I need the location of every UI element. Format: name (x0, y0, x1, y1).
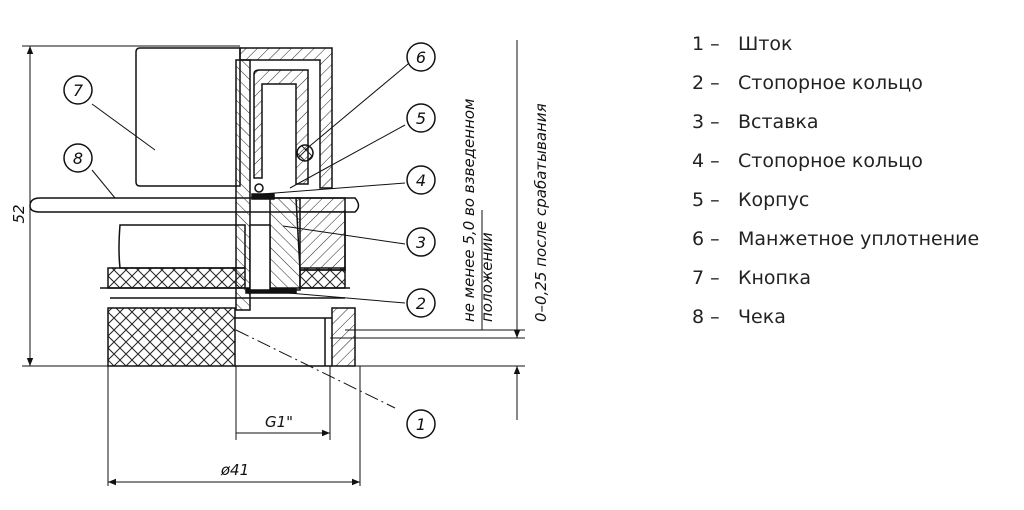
legend-label: Кнопка (738, 267, 812, 289)
note-cocked-line1: не менее 5,0 во взведенном (460, 99, 478, 322)
callout-5-label: 5 (416, 109, 426, 128)
callout-8-circle (63, 143, 93, 173)
legend-label: Шток (738, 33, 793, 55)
callout-7-circle (63, 75, 93, 105)
seal-6 (296, 144, 314, 162)
knurled-ring (107, 267, 246, 289)
legend-label: Манжетное уплотнение (738, 228, 980, 250)
leader-lines (91, 63, 409, 304)
note-cocked-line2: положении (478, 232, 496, 322)
legend-number: 1 – (692, 33, 720, 55)
callout-5-circle (406, 103, 436, 133)
legend-item: 5 – Корпус (692, 186, 1012, 214)
callout-2-circle (406, 288, 436, 318)
legend-label: Стопорное кольцо (738, 72, 923, 94)
callout-8-label: 8 (73, 149, 83, 168)
legend-number: 7 – (692, 267, 720, 289)
legend-number: 3 – (692, 111, 720, 133)
callout-7-label: 7 (73, 81, 84, 100)
leader-dashed-1 (235, 329, 396, 409)
dimension-lines (22, 40, 525, 486)
button-body (135, 47, 241, 187)
dim-diameter-41: ø41 (220, 461, 249, 479)
knurled-ring-right (299, 267, 346, 289)
legend-label: Стопорное кольцо (738, 150, 923, 172)
legend-label: Корпус (738, 189, 810, 211)
dim-thread-g1: G1" (265, 413, 293, 431)
callout-labels: 7 8 6 5 4 3 2 1 (73, 48, 426, 434)
legend-item: 1 – Шток (692, 30, 1012, 58)
dim-height-52: 52 (10, 204, 28, 223)
legend-number: 2 – (692, 72, 720, 94)
callout-circles (63, 42, 436, 439)
callout-1-circle (406, 409, 436, 439)
callout-6-label: 6 (416, 48, 426, 67)
nut (107, 307, 236, 367)
legend-number: 6 – (692, 228, 720, 250)
legend-label: Чека (738, 306, 786, 328)
callout-4-label: 4 (416, 171, 426, 190)
parts-legend: 1 – Шток 2 – Стопорное кольцо 3 – Вставк… (692, 30, 1012, 342)
retaining-ring-2 (245, 288, 297, 294)
legend-number: 5 – (692, 189, 720, 211)
retaining-ring-4 (251, 193, 275, 200)
housing-lower (295, 197, 346, 271)
callout-1-label: 1 (416, 415, 426, 434)
legend-item: 8 – Чека (692, 303, 1012, 331)
callout-3-label: 3 (416, 233, 426, 252)
legend-item: 3 – Вставка (692, 108, 1012, 136)
note-after-trigger: 0–0,25 после срабатывания (532, 103, 550, 322)
insert (269, 197, 301, 291)
callout-6-circle (406, 42, 436, 72)
legend-number: 4 – (692, 150, 720, 172)
body-upper (118, 224, 246, 269)
legend-number: 8 – (692, 306, 720, 328)
legend-item: 2 – Стопорное кольцо (692, 69, 1012, 97)
callout-4-circle (406, 165, 436, 195)
callout-2-label: 2 (416, 294, 426, 313)
stem (235, 59, 251, 311)
legend-label: Вставка (738, 111, 819, 133)
sleeve (253, 69, 309, 185)
legend-item: 7 – Кнопка (692, 264, 1012, 292)
callout-3-circle (406, 227, 436, 257)
legend-item: 6 – Манжетное уплотнение (692, 225, 1012, 253)
nut-right-section (331, 307, 356, 367)
legend-item: 4 – Стопорное кольцо (692, 147, 1012, 175)
